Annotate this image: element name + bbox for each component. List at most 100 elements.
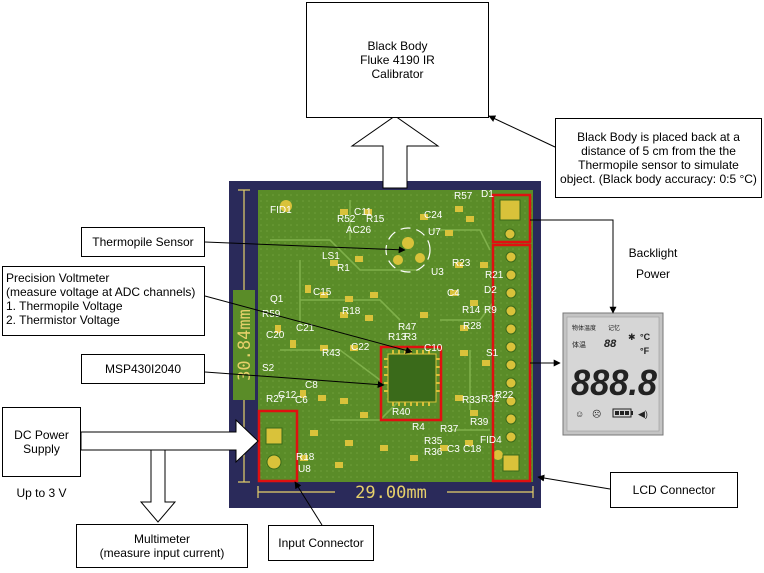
precision-voltmeter-box: Precision Voltmeter (measure voltage at …	[2, 266, 205, 336]
pcb-designator: C6	[295, 395, 308, 406]
pcb-designator: R18	[342, 306, 361, 317]
multimeter-box: Multimeter (measure input current)	[76, 524, 248, 568]
blackbody-line-3: Calibrator	[371, 67, 424, 81]
pcb-designator: C12	[278, 390, 297, 401]
pcb-designator: R47	[398, 322, 417, 333]
blackbody-line-2: Fluke 4190 IR	[360, 53, 435, 67]
pcb-designator: R28	[463, 321, 482, 332]
thermopile-sensor-label: Thermopile Sensor	[92, 235, 194, 249]
pcb-height-dimension: 30.84mm	[235, 309, 255, 381]
lcd-connector-box: LCD Connector	[610, 472, 738, 508]
lcd-smile-icon: ☺	[575, 409, 584, 419]
pcb-designator: R9	[484, 305, 497, 316]
backlight-line-2: Power	[635, 267, 670, 281]
lcd-body-temp-label: 体温	[572, 340, 586, 349]
pcb-designator: R40	[392, 407, 411, 418]
pointer-lcd-connector	[537, 474, 611, 490]
pcb-designator: C21	[296, 323, 315, 334]
voltmeter-line-2: (measure voltage at ADC channels)	[6, 285, 196, 299]
pcb-designator: R14	[462, 305, 481, 316]
pcb-designator: C4	[447, 288, 460, 299]
pcb-designator: AC26	[346, 225, 371, 236]
highlight-backlight-pins	[491, 193, 532, 244]
pcb-designator: R22	[495, 390, 514, 401]
input-connector-label: Input Connector	[278, 536, 364, 550]
lcd-memory-label: 记忆	[608, 324, 620, 332]
note-line-1: Black Body is placed back at a	[577, 130, 740, 144]
pcb-designator: C15	[313, 287, 332, 298]
pcb-designator: C3	[447, 444, 460, 455]
backlight-line-1: Backlight	[628, 246, 678, 260]
pcb-designator: R43	[322, 348, 341, 359]
pcb-designator: R15	[366, 214, 385, 225]
pcb-designator: C24	[424, 210, 443, 221]
pcb-designator: LS1	[322, 251, 340, 262]
pointer-note-to-blackbody	[488, 115, 556, 148]
pcb-designator: S2	[262, 363, 275, 374]
pcb-designator: U8	[298, 464, 311, 475]
pcb-designator: R39	[470, 417, 489, 428]
input-connector-box: Input Connector	[268, 525, 374, 561]
arrow-down-multimeter	[139, 449, 177, 523]
pointer-voltmeter	[204, 295, 413, 354]
pcb-designator: C8	[305, 380, 318, 391]
note-line-4: object. (Black body accuracy: 0:5 °C)	[560, 172, 757, 186]
blackbody-note-box: Black Body is placed back at a distance …	[555, 118, 762, 198]
highlight-input-connector	[257, 409, 299, 483]
dc-power-line-2: Supply	[23, 442, 60, 456]
pcb-designator: R59	[262, 309, 281, 320]
pcb-designator: U7	[428, 227, 441, 238]
pcb-designator: R35	[424, 436, 443, 447]
pcb-designator: S1	[486, 348, 499, 359]
multimeter-line-2: (measure input current)	[99, 546, 225, 560]
note-line-3: Thermopile sensor to simulate	[578, 158, 739, 172]
dc-power-range: Up to 3 V	[16, 486, 67, 500]
lcd-speaker-icon: ◀)	[638, 409, 648, 419]
lcd-connector-label: LCD Connector	[632, 483, 716, 497]
lcd-unit-c: °C	[640, 332, 651, 342]
lcd-object-temp-label: 物体温度	[572, 324, 596, 332]
pcb-designator: R4	[412, 422, 425, 433]
pcb-designator: R13	[388, 332, 407, 343]
thermopile-sensor-box: Thermopile Sensor	[81, 227, 205, 257]
lcd-unit-f: °F	[640, 346, 650, 356]
pointer-thermopile	[204, 241, 406, 254]
blackbody-line-1: Black Body	[367, 39, 428, 53]
voltmeter-line-3: 1. Thermopile Voltage	[6, 299, 123, 313]
pointer-backlight	[530, 219, 617, 314]
pcb-designator: R27	[266, 394, 285, 405]
pointer-input-connector	[294, 481, 323, 526]
dc-power-supply-box: DC Power Supply	[2, 407, 81, 477]
lcd-bluetooth-icon: ✱	[628, 332, 636, 342]
pcb-designator: Q1	[270, 294, 284, 305]
pcb-designator: D2	[484, 285, 497, 296]
pcb-designator: D1	[481, 189, 494, 200]
pcb-designator: C22	[351, 342, 370, 353]
pcb-designator: R57	[454, 191, 473, 202]
arrow-right-power	[80, 418, 259, 464]
pcb-designator: R18	[296, 452, 315, 463]
pcb-designator: R3	[404, 332, 417, 343]
pcb-designator: R37	[440, 424, 459, 435]
pcb-designator: R1	[337, 263, 350, 274]
pcb-designator: R36	[424, 447, 443, 458]
voltmeter-line-4: 2. Thermistor Voltage	[6, 313, 120, 327]
pcb-designator: FID4	[480, 435, 502, 446]
voltmeter-line-1: Precision Voltmeter	[6, 271, 110, 285]
pcb-designator: C11	[354, 207, 372, 218]
pcb-designator: C18	[463, 444, 482, 455]
pcb-designator: FID1	[270, 205, 292, 216]
lcd-frown-icon: ☹	[592, 409, 601, 419]
pcb-designator: R21	[485, 270, 504, 281]
lcd-small-digits: 88	[604, 338, 617, 350]
pcb-designator: U3	[431, 267, 444, 278]
mcu-label: MSP430I2040	[104, 362, 182, 376]
multimeter-line-1: Multimeter	[133, 532, 190, 546]
arrow-up-to-blackbody	[350, 115, 440, 189]
dc-power-line-1: DC Power	[14, 428, 69, 442]
mcu-box: MSP430I2040	[81, 354, 205, 384]
pcb-designator: R33	[462, 395, 481, 406]
